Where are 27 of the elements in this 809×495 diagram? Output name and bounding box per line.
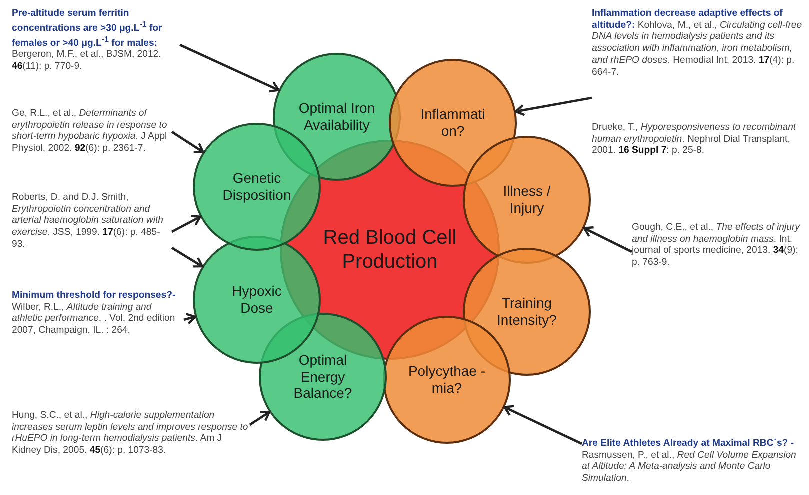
arrow: [180, 44, 280, 93]
circle-label: Illness / Injury: [502, 183, 552, 217]
reference-citation: Pre-altitude serum ferritin concentrations are >30 μg.L$^{-1}$ for females or >40 μg.L$^{-1}$ for males: Bergeron, M.F., et al., BJSM, 2012. 46(11): p. 770-9.: [12, 8, 180, 73]
arrow: [504, 405, 583, 446]
reference-citation: Hung, S.C., et al., High-calorie supplementation increases serum leptin levels and improves response to rHuEPO in long-term hemodialysis patients. Am J Kidney Dis, 2005. 45(6): p. 1073-83.: [12, 410, 250, 457]
arrow: [249, 411, 271, 426]
reference-citation: Roberts, D. and D.J. Smith, Erythropoietin concentration and arterial haemoglobin saturation with exercise. JSS, 1999. 17(6): p. 485-93.: [12, 192, 172, 251]
circle-label: Genetic Disposition: [222, 170, 292, 204]
reference-citation: Gough, C.E., et al., The effects of injury and illness on haemoglobin mass. Int. journal of sports medicine, 2013. 34(9): p. 763-9.: [632, 222, 804, 269]
circle-label: Red Blood Cell Production: [322, 226, 458, 274]
arrow: [184, 313, 196, 325]
reference-citation: Minimum threshold for responses?- Wilber, R.L., Altitude training and athletic performance. . Vol. 2nd edition 2007, Champaign, IL. : 264.: [12, 290, 184, 337]
arrow: [171, 215, 202, 234]
circle-label: Polycythae -mia?: [407, 363, 487, 397]
circle-label: Optimal Iron Availability: [298, 100, 376, 134]
arrow: [583, 226, 633, 254]
arrow: [171, 131, 204, 154]
reference-citation: Drueke, T., Hyporesponsiveness to recombinant human erythropoietin. Nephrol Dial Transplant, 2001. 16 Suppl 7: p. 25-8.: [592, 122, 798, 158]
arrow: [514, 96, 592, 116]
arrow: [171, 246, 204, 268]
circle-label: Optimal Energy Balance?: [292, 352, 354, 402]
reference-citation: Are Elite Athletes Already at Maximal RBC`s? - Rasmussen, P., et al., Red Cell Volume Expansion at Altitude: A Meta-analysis and Monte Carlo Simulation.: [582, 438, 804, 485]
circle-label: Hypoxic Dose: [231, 283, 283, 317]
reference-citation: Inflammation decrease adaptive effects of altitude?: Kohlova, M., et al., Circulating cell-free DNA levels in hemodialysis patients and its association with inflammation, iron metabolism, and rhEPO doses. Hemodial Int, 2013. 17(4): p. 664-7.: [592, 8, 804, 78]
circle-label: Training Intensity?: [496, 295, 558, 329]
reference-citation: Ge, R.L., et al., Determinants of erythropoietin release in response to short-term hypobaric hypoxia. J Appl Physiol, 2002. 92(6): p. 2361-7.: [12, 108, 172, 155]
circle-label: Inflammati on?: [420, 106, 486, 140]
